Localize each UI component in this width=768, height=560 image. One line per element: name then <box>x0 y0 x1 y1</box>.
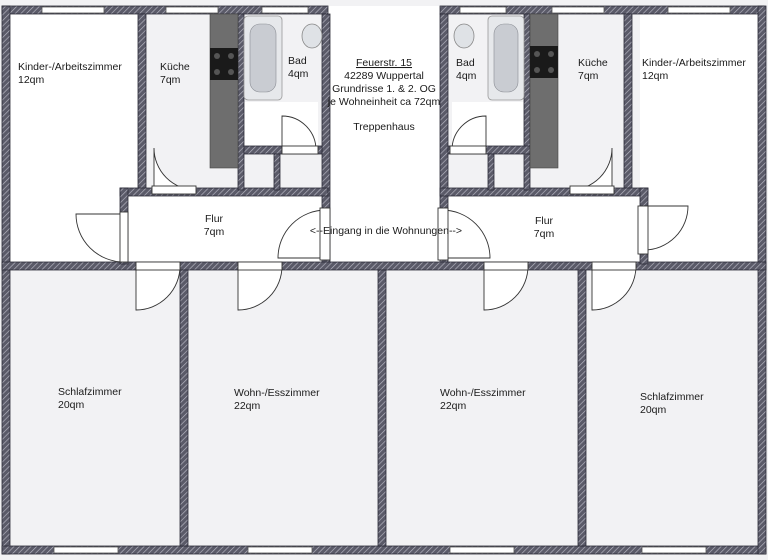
left-kitchen-name: Küche <box>160 61 190 73</box>
right-bath-area: 4qm <box>456 70 477 82</box>
left-kitchen-area: 7qm <box>160 74 181 86</box>
left-living-area: 22qm <box>234 400 261 412</box>
right-living-area: 22qm <box>440 400 467 412</box>
left-unit-labels: Kinder-/Arbeitszimmer 12qm Küche 7qm Bad… <box>18 55 320 412</box>
left-living-name: Wohn-/Esszimmer <box>234 387 320 399</box>
right-living-name: Wohn-/Esszimmer <box>440 387 526 399</box>
floors-line: Grundrisse 1. & 2. OG <box>332 83 436 95</box>
left-bath-name: Bad <box>288 55 307 67</box>
right-kitchen-area: 7qm <box>578 70 599 82</box>
kitchen-counter-right <box>529 13 559 169</box>
size-line: je Wohneinheit ca 72qm <box>327 96 441 108</box>
left-office-area: 12qm <box>18 74 45 86</box>
bathtub-left <box>243 15 283 101</box>
left-hall-name: Flur <box>205 213 224 225</box>
right-office-area: 12qm <box>642 70 669 82</box>
sink-right <box>453 23 475 49</box>
left-bedroom-name: Schlafzimmer <box>58 386 122 398</box>
building-info: Feuerstr. 15 42289 Wuppertal Grundrisse … <box>310 57 462 237</box>
left-office-name: Kinder-/Arbeitszimmer <box>18 61 122 73</box>
right-bath-name: Bad <box>456 57 475 69</box>
sink-left <box>301 23 323 49</box>
left-bedroom-area: 20qm <box>58 399 85 411</box>
stairwell-label: Treppenhaus <box>353 121 415 133</box>
right-unit-labels: Kinder-/Arbeitszimmer 12qm Küche 7qm Bad… <box>440 57 746 416</box>
bathtub-right <box>487 15 525 101</box>
right-office-name: Kinder-/Arbeitszimmer <box>642 57 746 69</box>
entrance-label: <--Eingang in die Wohnungen--> <box>310 225 462 237</box>
address-line: Feuerstr. 15 <box>356 57 412 69</box>
windows <box>41 6 731 554</box>
city-line: 42289 Wuppertal <box>344 70 424 82</box>
doors <box>75 115 689 311</box>
kitchen-counter-left <box>209 13 239 169</box>
right-hall-name: Flur <box>535 215 554 227</box>
left-bath-area: 4qm <box>288 68 309 80</box>
right-kitchen-name: Küche <box>578 57 608 69</box>
left-hall-area: 7qm <box>204 226 225 238</box>
right-bedroom-area: 20qm <box>640 404 667 416</box>
walls <box>1 5 767 555</box>
right-bedroom-name: Schlafzimmer <box>640 391 704 403</box>
right-hall-area: 7qm <box>534 228 555 240</box>
